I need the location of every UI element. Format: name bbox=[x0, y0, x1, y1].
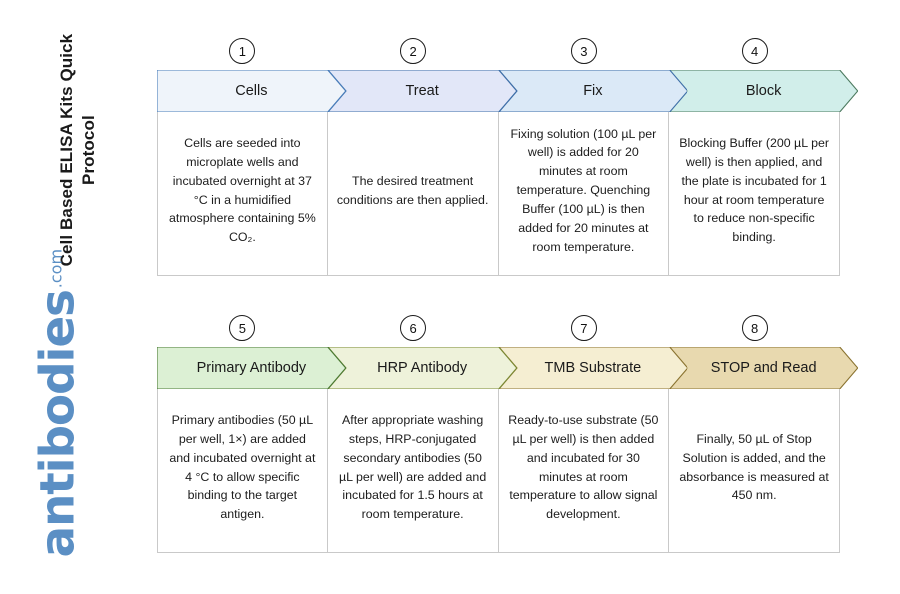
step-body-text-3: Fixing solution (100 µL per well) is add… bbox=[510, 126, 657, 254]
step-body-text-8: Finally, 50 µL of Stop Solution is added… bbox=[679, 431, 829, 503]
step-number-1: 1 bbox=[229, 38, 256, 64]
step-body-text-5: Primary antibodies (50 µL per well, 1×) … bbox=[169, 412, 316, 522]
step-body-text-6: After appropriate washing steps, HRP-con… bbox=[339, 412, 487, 522]
left-rail: Cell Based ELISA Kits Quick Protocol ant… bbox=[0, 0, 150, 594]
step-chevron-shape-5 bbox=[157, 347, 346, 389]
brand-logo-suffix: .com bbox=[46, 248, 66, 289]
step-label-5: Primary Antibody bbox=[196, 359, 307, 376]
step-number-8: 8 bbox=[741, 315, 768, 341]
step-numbers-row-2: 5 6 7 8 bbox=[157, 315, 840, 347]
flow-row-1: 1 2 3 4 Cells Treat Fix Block Cells are seeded… bbox=[157, 38, 858, 276]
step-body-text-7: Ready-to-use substrate (50 µL per well) … bbox=[508, 412, 659, 522]
step-number-3: 3 bbox=[570, 38, 597, 64]
step-number-6: 6 bbox=[400, 315, 427, 341]
brand-logo: antibodies.com bbox=[30, 249, 86, 558]
step-chevron-shape-7 bbox=[498, 347, 688, 389]
step-chevron-1[interactable]: Cells bbox=[157, 70, 346, 112]
step-chevron-7[interactable]: TMB Substrate bbox=[498, 347, 688, 389]
step-chevron-shape-1 bbox=[157, 70, 346, 112]
step-chevrons-row-2: Primary Antibody HRP Antibody TMB Substrat… bbox=[157, 347, 858, 389]
step-chevron-2[interactable]: Treat bbox=[327, 70, 517, 112]
step-body-text-4: Blocking Buffer (200 µL per well) is the… bbox=[679, 135, 829, 245]
brand-logo-word: antibodies bbox=[30, 290, 86, 558]
step-chevron-3[interactable]: Fix bbox=[498, 70, 688, 112]
step-chevron-shape-4 bbox=[669, 70, 858, 112]
step-bodies-row-1: Cells are seeded into microplate wells a… bbox=[157, 112, 840, 276]
step-chevron-shape-3 bbox=[498, 70, 688, 112]
step-chevron-8[interactable]: STOP and Read bbox=[669, 347, 858, 389]
step-numbers-row-1: 1 2 3 4 bbox=[157, 38, 840, 70]
step-body-7: Ready-to-use substrate (50 µL per well) … bbox=[498, 389, 670, 553]
step-number-7: 7 bbox=[570, 315, 597, 341]
step-chevron-6[interactable]: HRP Antibody bbox=[327, 347, 517, 389]
step-chevrons-row-1: Cells Treat Fix Block bbox=[157, 70, 858, 112]
step-number-4: 4 bbox=[741, 38, 768, 64]
step-body-1: Cells are seeded into microplate wells a… bbox=[157, 112, 328, 276]
step-label-1: Cells bbox=[235, 82, 268, 99]
step-body-text-1: Cells are seeded into microplate wells a… bbox=[169, 135, 316, 245]
step-chevron-shape-8 bbox=[669, 347, 858, 389]
step-body-3: Fixing solution (100 µL per well) is add… bbox=[498, 112, 670, 276]
step-body-text-2: The desired treatment conditions are the… bbox=[336, 173, 489, 207]
step-chevron-shape-2 bbox=[327, 70, 517, 112]
step-body-2: The desired treatment conditions are the… bbox=[327, 112, 499, 276]
step-body-6: After appropriate washing steps, HRP-con… bbox=[327, 389, 499, 553]
step-label-4: Block bbox=[745, 82, 782, 99]
step-body-4: Blocking Buffer (200 µL per well) is the… bbox=[669, 112, 840, 276]
step-chevron-shape-6 bbox=[327, 347, 517, 389]
step-chevron-5[interactable]: Primary Antibody bbox=[157, 347, 346, 389]
step-label-2: Treat bbox=[405, 82, 439, 99]
step-body-5: Primary antibodies (50 µL per well, 1×) … bbox=[157, 389, 328, 553]
step-label-8: STOP and Read bbox=[710, 359, 817, 376]
step-chevron-4[interactable]: Block bbox=[669, 70, 858, 112]
step-number-5: 5 bbox=[229, 315, 256, 341]
step-body-8: Finally, 50 µL of Stop Solution is added… bbox=[669, 389, 840, 553]
step-bodies-row-2: Primary antibodies (50 µL per well, 1×) … bbox=[157, 389, 840, 553]
step-label-7: TMB Substrate bbox=[544, 359, 642, 376]
flow-row-2: 5 6 7 8 Primary Antibody HRP Antibody TMB Sub… bbox=[157, 315, 858, 553]
step-label-6: HRP Antibody bbox=[377, 359, 468, 376]
step-label-3: Fix bbox=[583, 82, 603, 99]
step-number-2: 2 bbox=[400, 38, 427, 64]
